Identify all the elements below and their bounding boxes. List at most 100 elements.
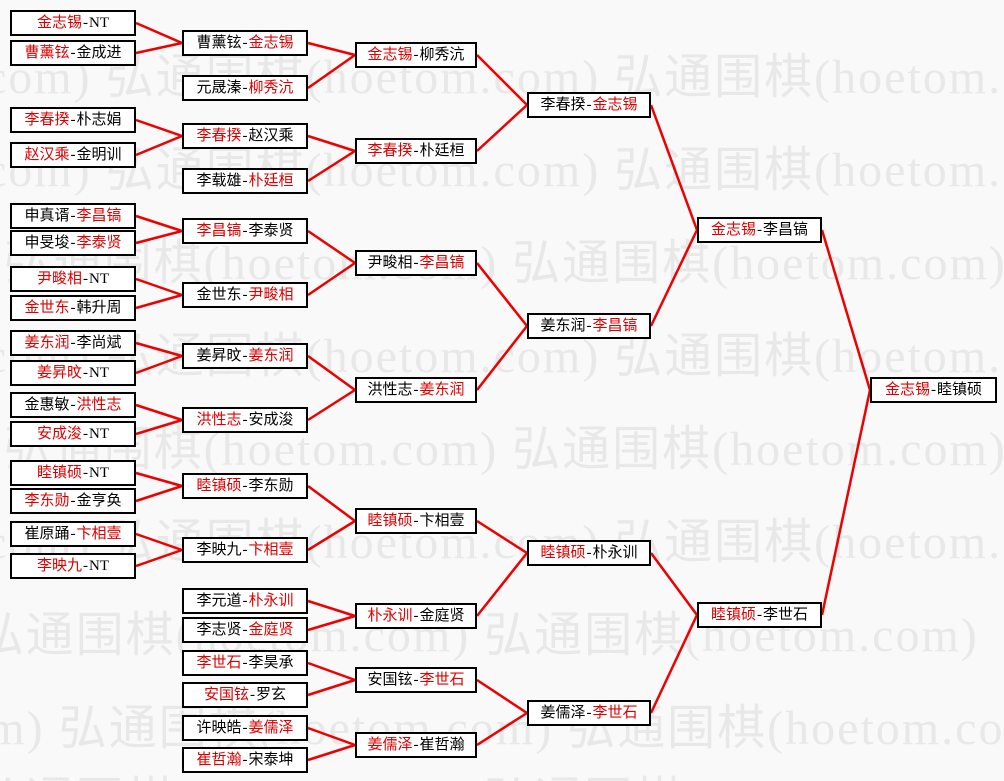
player-name: 朴永训 [592,544,638,561]
winner-name: 崔哲瀚 [196,751,242,768]
player-name: 罗玄 [256,686,287,703]
match-box-m301: 金志锡-柳秀沆 [355,42,477,68]
bracket-connector [307,743,356,762]
name-separator: - [242,34,248,51]
bracket-connector [135,214,183,233]
player-name: 金亨奂 [76,492,122,509]
player-name: NT [89,14,109,31]
match-box-m109: 姜东润-李尚斌 [10,330,136,356]
bracket-connector [307,519,356,552]
match-box-m401: 李春揆-金志锡 [527,92,651,118]
watermark-text: 弘通围棋(hoetom.com) 弘通围棋(hoetom.com) 弘通围棋(h… [0,423,1004,476]
winner-name: 洪性志 [196,411,242,428]
name-separator: - [242,719,248,736]
winner-name: 李昌镐 [592,317,638,334]
match-box-m112: 安成浚-NT [10,421,136,447]
match-box-m208: 洪性志-安成浚 [182,407,308,433]
player-name: 姜东润 [540,317,586,334]
name-separator: - [757,221,762,238]
bracket-connector [649,552,699,616]
name-separator: - [83,364,88,381]
player-name: NT [89,364,109,381]
bracket-connector [307,149,356,183]
match-box-m106: 申旻埈-李泰贤 [10,230,136,256]
bracket-connector [307,678,356,697]
player-name: 李世石 [763,606,809,623]
winner-name: 柳秀沆 [248,79,294,96]
winner-name: 安成浚 [36,425,82,442]
name-separator: - [242,172,248,189]
match-box-m211: 李元道-朴永训 [182,588,308,614]
name-separator: - [757,606,762,623]
name-separator: - [70,111,76,128]
winner-name: 姜昇旼 [36,364,82,381]
match-box-m201: 曹薰铉-金志锡 [182,30,308,56]
name-separator: - [413,142,419,159]
player-name: 李载雄 [196,172,242,189]
bracket-connector [476,104,528,152]
name-separator: - [70,44,76,61]
player-name: NT [89,464,109,481]
winner-name: 朴永训 [248,592,294,609]
player-name: NT [89,425,109,442]
match-box-m209: 睦镇硕-李东勋 [182,473,308,499]
bracket-connector [307,388,356,422]
match-box-m216: 崔哲瀚-宋泰坤 [182,747,308,773]
match-box-m205: 李昌镐-李泰贤 [182,218,308,244]
winner-name: 睦镇硕 [196,477,242,494]
winner-name: 金志锡 [36,14,82,31]
name-separator: - [242,127,248,144]
match-box-m104: 赵汉乘-金明训 [10,142,136,168]
winner-name: 金庭贤 [248,621,294,638]
bracket-connector [307,726,356,747]
match-box-m402: 姜东润-李昌镐 [527,313,651,339]
match-box-m307: 安国铉-李世石 [355,667,477,693]
bracket-connector [307,134,356,153]
bracket-connector [476,54,528,106]
name-separator: - [586,544,592,561]
name-separator: - [413,46,419,63]
name-separator: - [242,79,248,96]
bracket-connector [476,325,528,391]
match-box-m110: 姜昇旼-NT [10,360,136,386]
name-separator: - [83,270,88,287]
match-box-m111: 金惠敏-洪性志 [10,392,136,418]
match-box-m304: 洪性志-姜东润 [355,377,477,403]
match-box-m213: 李世石-李昊承 [182,650,308,676]
match-box-m601: 金志锡-睦镇硕 [870,377,997,403]
bracket-connector [307,261,356,297]
watermark-text: 弘通围棋(hoetom.com) 弘通围棋(hoetom.com) 弘通围棋(h… [0,144,1004,197]
winner-name: 李东勋 [24,492,70,509]
name-separator: - [250,686,255,703]
player-name: 李尚斌 [76,334,122,351]
name-separator: - [242,222,248,239]
bracket-connector [649,229,699,327]
match-box-m116: 李映九-NT [10,553,136,579]
match-box-m204: 李载雄-朴廷桓 [182,168,308,194]
watermark-text: 弘通围棋(hoetom.com) 弘通围棋(hoetom.com) 弘通围棋(h… [0,51,1004,104]
name-separator: - [242,654,248,671]
winner-name: 朴永训 [367,607,413,624]
match-box-m202: 元晟溱-柳秀沆 [182,75,308,101]
winner-name: 姜东润 [24,334,70,351]
match-box-m210: 李映九-卞相壹 [182,537,308,563]
winner-name: 李映九 [36,557,82,574]
player-name: 尹畯相 [367,254,413,271]
bracket-connector [649,614,699,714]
winner-name: 李昌镐 [419,254,465,271]
match-box-m206: 金世东-尹畯相 [182,282,308,308]
match-box-m101: 金志锡-NT [10,10,136,36]
name-separator: - [70,146,76,163]
bracket-connector [307,229,356,265]
match-box-m114: 李东勋-金亨奂 [10,488,136,514]
player-name: NT [89,270,109,287]
bracket-connector [476,552,528,617]
winner-name: 安国铉 [203,686,249,703]
bracket-connector [649,104,699,231]
bracket-connector [820,229,872,391]
bracket-connector [307,41,356,57]
winner-name: 李春揆 [24,111,70,128]
winner-name: 金志锡 [884,381,930,398]
player-name: 申真谞 [24,207,70,224]
